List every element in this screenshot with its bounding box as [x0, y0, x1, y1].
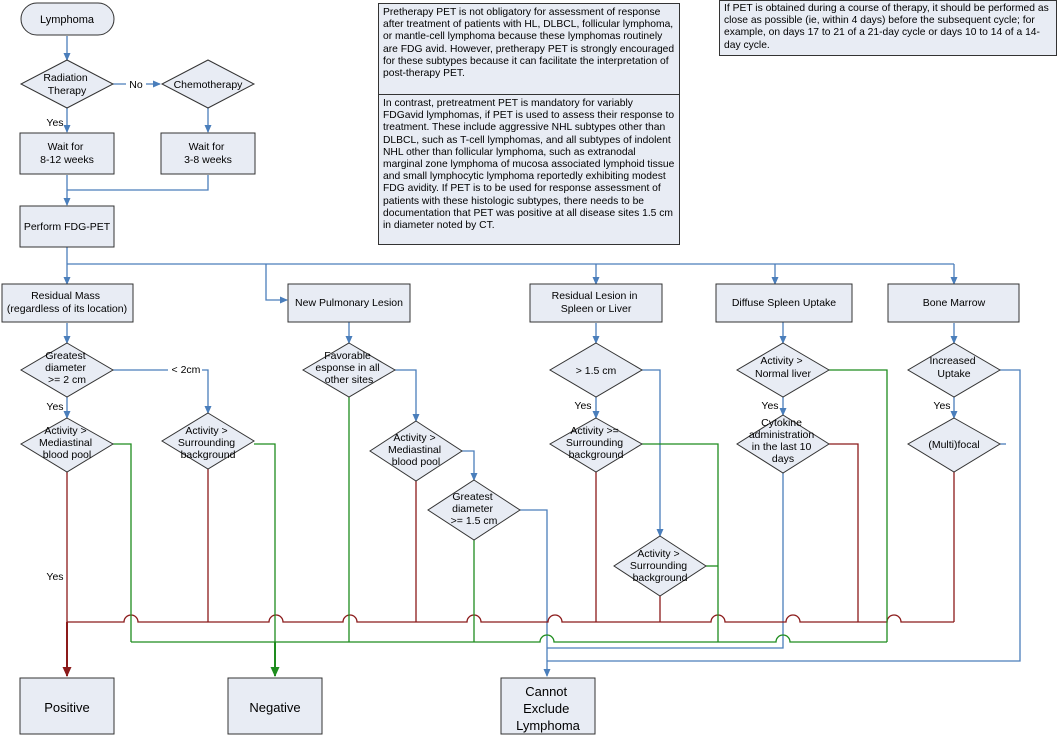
- greatest-2cm-diamond: [20, 342, 114, 398]
- multifocal-label: (Multi)focal: [928, 439, 979, 451]
- wait-chemo-label: Wait for 3-8 weeks: [184, 141, 232, 166]
- process-boxes: [1, 132, 1020, 735]
- blue-connectors: [63, 36, 1021, 677]
- cytokine-label: Cytokine administration in the last 10 d…: [749, 417, 817, 465]
- edge-label-yes-marrow: Yes: [933, 400, 950, 412]
- cytokine-diamond: [736, 414, 830, 474]
- radiation-diamond: [19, 59, 115, 109]
- greatest-15-diamond: [427, 479, 521, 541]
- note-pretreatment: In contrast, pretreatment PET is mandato…: [378, 94, 680, 245]
- perform-pet-box: [19, 205, 115, 248]
- greatest-15-label: Greatest diameter >= 1.5 cm: [451, 491, 498, 527]
- pulmonary-box: [287, 283, 411, 323]
- bone-marrow-box: [887, 283, 1020, 323]
- increased-diamond: [907, 342, 1001, 398]
- note-pretreatment-text: In contrast, pretreatment PET is mandato…: [383, 98, 675, 232]
- wait-rt-box: [19, 132, 115, 175]
- act-mediastinal-1-diamond: [20, 417, 114, 473]
- act-surrounding-2-label: Activity >= Surrounding background: [566, 425, 626, 461]
- favorable-diamond: [302, 342, 396, 398]
- lymphoma-label: Lymphoma: [40, 14, 95, 26]
- wait-chemo-box: [160, 132, 256, 175]
- note-during-therapy: If PET is obtained during a course of th…: [719, 0, 1057, 56]
- positive-label: Positive: [44, 700, 90, 715]
- act-surrounding-3-diamond: [613, 535, 707, 597]
- act-surrounding-1-diamond: [161, 412, 255, 470]
- pulmonary-label: New Pulmonary Lesion: [295, 297, 403, 309]
- normal-liver-label: Activity > Normal liver: [755, 355, 812, 380]
- favorable-label: Favorable esponse in all other sites: [315, 350, 382, 386]
- red-connectors: [62, 443, 955, 677]
- note-during-therapy-text: If PET is obtained during a course of th…: [724, 3, 1049, 51]
- act-surrounding-1-label: Activity > Surrounding background: [178, 425, 238, 461]
- decision-diamonds: [19, 59, 1001, 597]
- act-surrounding-2-diamond: [549, 417, 643, 473]
- edge-label-yes-greatest: Yes: [46, 401, 63, 413]
- lymphoma-terminator: [20, 2, 115, 36]
- greatest-2cm-label: Greatest diameter >= 2 cm: [45, 350, 89, 386]
- gt15-diamond: [549, 342, 643, 398]
- act-mediastinal-2-diamond: [369, 420, 463, 482]
- green-connectors: [113, 369, 888, 677]
- spleen-liver-box: [529, 283, 663, 323]
- multifocal-diamond: [907, 417, 1001, 473]
- residual-mass-label: Residual Mass (regardless of its locatio…: [7, 290, 127, 315]
- negative-label: Negative: [249, 700, 300, 715]
- positive-box: [19, 677, 115, 735]
- perform-pet-label: Perform FDG-PET: [24, 221, 111, 233]
- act-mediastinal-2-label: Activity > Mediastinal blood pool: [388, 432, 444, 468]
- edge-label-no: No: [129, 79, 143, 91]
- edge-label-yes-positive: Yes: [46, 571, 63, 583]
- spleen-liver-label: Residual Lesion in Spleen or Liver: [552, 290, 641, 315]
- edge-label-yes-liver: Yes: [761, 400, 778, 412]
- increased-label: Increased Uptake: [929, 355, 978, 380]
- edge-label-yes-spleen: Yes: [574, 400, 591, 412]
- act-surrounding-3-label: Activity > Surrounding background: [630, 548, 690, 584]
- radiation-label: Radiation Therapy: [43, 72, 90, 97]
- negative-box: [227, 677, 323, 735]
- cannot-exclude-label: Cannot Exclude Lymphoma: [516, 684, 581, 733]
- diffuse-spleen-box: [715, 283, 853, 323]
- diffuse-spleen-label: Diffuse Spleen Uptake: [732, 297, 836, 309]
- chemo-label: Chemotherapy: [174, 79, 244, 91]
- act-mediastinal-1-label: Activity > Mediastinal blood pool: [39, 425, 95, 461]
- chemo-diamond: [160, 59, 256, 109]
- bone-marrow-label: Bone Marrow: [923, 297, 986, 309]
- edge-label-yes-radiation: Yes: [46, 117, 63, 129]
- residual-mass-box: [1, 283, 134, 323]
- note-pretherapy-text: Pretherapy PET is not obligatory for ass…: [383, 7, 675, 80]
- cannot-exclude-box: [500, 677, 596, 735]
- edge-label-lt-2cm: < 2cm: [172, 364, 201, 376]
- note-pretherapy: Pretherapy PET is not obligatory for ass…: [378, 3, 680, 95]
- gt15-label: > 1.5 cm: [576, 365, 617, 377]
- wait-rt-label: Wait for 8-12 weeks: [40, 141, 94, 166]
- normal-liver-diamond: [736, 342, 830, 398]
